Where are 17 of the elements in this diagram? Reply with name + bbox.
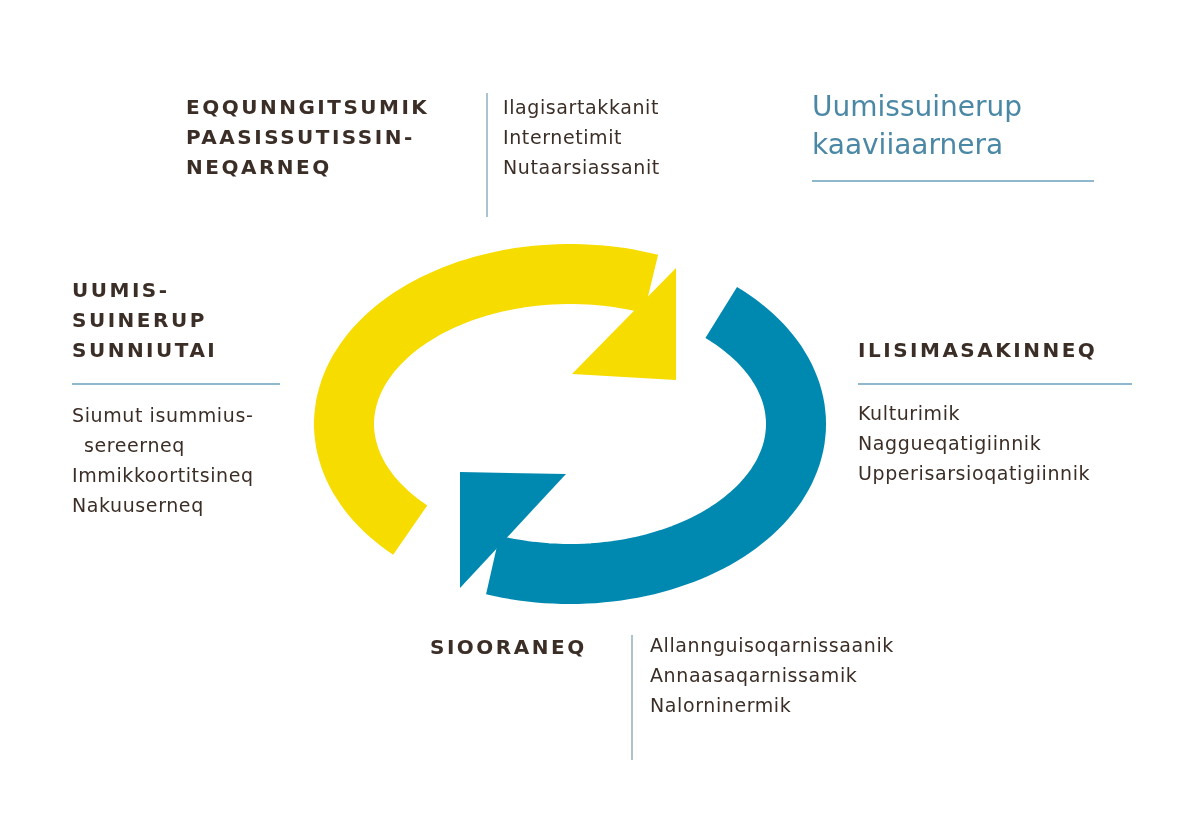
list-item: Ilagisartakkanit	[503, 95, 659, 120]
list-item: Allannguisoqarnissaanik	[650, 633, 894, 658]
list-item: Nalorninermik	[650, 693, 792, 718]
category-heading: ILISIMASAKINNEQ	[858, 337, 1098, 364]
list-item: Nakuuserneq	[72, 493, 204, 518]
list-item: Upperisarsioqatigiinnik	[858, 461, 1091, 486]
list-item: Nutaarsiassanit	[503, 155, 660, 180]
list-item: Internetimit	[503, 125, 623, 150]
list-item: Siumut isummius- sereerneq	[72, 403, 255, 458]
list-item: Kulturimik	[858, 401, 961, 426]
category-heading: EQQUNNGITSUMIK PAASISSUTISSIN- NEQARNEQ	[186, 94, 431, 181]
list-item: Annaasaqarnissamik	[650, 663, 858, 688]
list-item: Naggueqatigiinnik	[858, 431, 1042, 456]
diagram-title: Uumissuinerup kaaviiaarnera	[812, 89, 1023, 163]
list-item: Immikkoortitsineq	[72, 463, 254, 488]
category-heading: UUMIS- SUINERUP SUNNIUTAI	[72, 277, 219, 364]
category-heading: SIOORANEQ	[430, 634, 587, 661]
